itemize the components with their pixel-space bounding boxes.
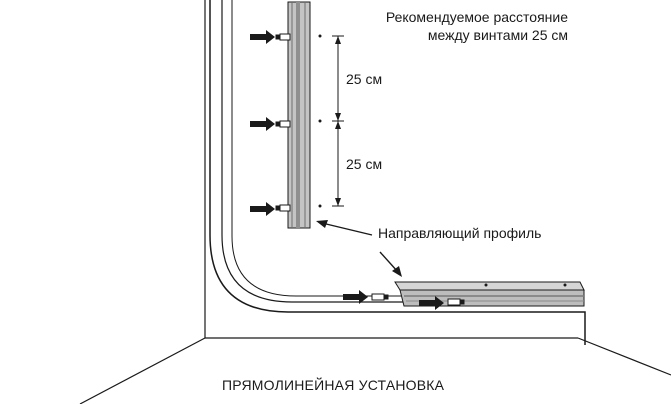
screw — [275, 120, 291, 128]
guide-profile-label: Направляющий профиль — [378, 225, 542, 241]
recommended-distance-note: Рекомендуемое расстояние между винтами 2… — [360, 8, 568, 44]
black-arrow-icon — [419, 296, 444, 310]
horizontal-profile — [394, 281, 585, 307]
dimension-label-top: 25 см — [346, 71, 383, 87]
screw-marks — [318, 34, 322, 208]
leader-arrow-vertical — [316, 220, 373, 236]
recommended-distance-line1: Рекомендуемое расстояние — [385, 9, 568, 25]
leader-arrow-horizontal — [379, 251, 402, 277]
dimension-label-bottom: 25 см — [346, 156, 383, 172]
screw — [447, 298, 465, 306]
black-arrow-icon — [250, 202, 275, 216]
screw — [275, 33, 291, 41]
vertical-profile — [287, 1, 311, 229]
black-arrow-icon — [250, 30, 275, 44]
recommended-distance-line2: между винтами 25 см — [427, 27, 568, 43]
room-outline — [79, 0, 671, 404]
shower-tray — [209, 0, 586, 345]
black-arrow-icon — [250, 117, 275, 131]
diagram-caption: ПРЯМОЛИНЕЙНАЯ УСТАНОВКА — [222, 377, 445, 393]
black-arrow-icon — [343, 290, 368, 304]
screw — [371, 293, 389, 301]
dimension-line — [332, 35, 344, 207]
screw — [275, 204, 291, 212]
